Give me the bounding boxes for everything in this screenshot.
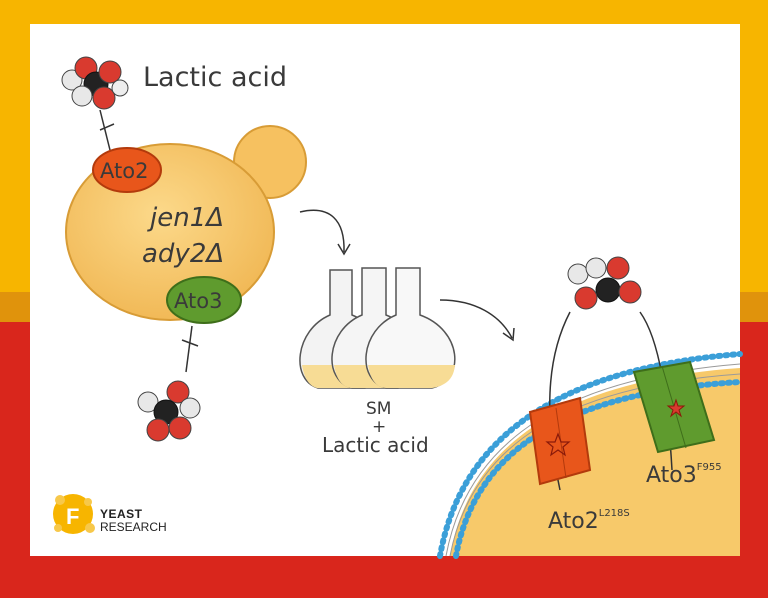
ato3-mutant-label: Ato3F955	[646, 462, 722, 488]
logo-line-2: RESEARCH	[100, 520, 167, 534]
arrow-cell-to-flasks	[299, 209, 345, 253]
ato2-transporter	[92, 147, 162, 193]
lactic-acid-molecule-right	[567, 256, 642, 310]
flask-3	[365, 267, 456, 389]
lactic-acid-label-top: Lactic acid	[143, 62, 287, 93]
arrowhead-membrane	[502, 327, 515, 342]
blocked-arrow-top	[99, 109, 115, 151]
medium-label-line2: +	[372, 417, 386, 437]
mutation-star-ato3	[666, 398, 686, 418]
arrow-flasks-to-membrane	[439, 299, 513, 339]
logo-line-1: YEAST	[100, 507, 143, 521]
culture-flasks	[299, 267, 456, 389]
blocked-arrow-bottom	[181, 325, 199, 373]
ato3-mutant-channel	[632, 360, 716, 454]
yeast-research-logo-mark: F	[53, 494, 95, 534]
svg-text:F: F	[66, 504, 79, 529]
medium-label-line3: Lactic acid	[322, 433, 429, 457]
lactic-acid-molecule-bottom	[137, 380, 201, 442]
medium-label-line1: SM	[366, 399, 391, 419]
gene-jen1-label: jen1Δ	[147, 203, 224, 233]
ato2-label: Ato2	[100, 159, 148, 183]
mutation-star-ato2	[545, 432, 571, 457]
arrowhead-flasks	[337, 243, 351, 256]
ato2-mutant-label: Ato2L218S	[548, 508, 630, 534]
gene-ady2-label: ady2Δ	[142, 239, 224, 269]
lactic-acid-molecule-top	[61, 56, 129, 110]
ato3-label: Ato3	[174, 289, 222, 313]
yeast-research-logo-text: YEAST RESEARCH	[100, 508, 167, 534]
ato2-mutant-channel	[528, 396, 592, 486]
ato3-transporter	[166, 276, 242, 324]
